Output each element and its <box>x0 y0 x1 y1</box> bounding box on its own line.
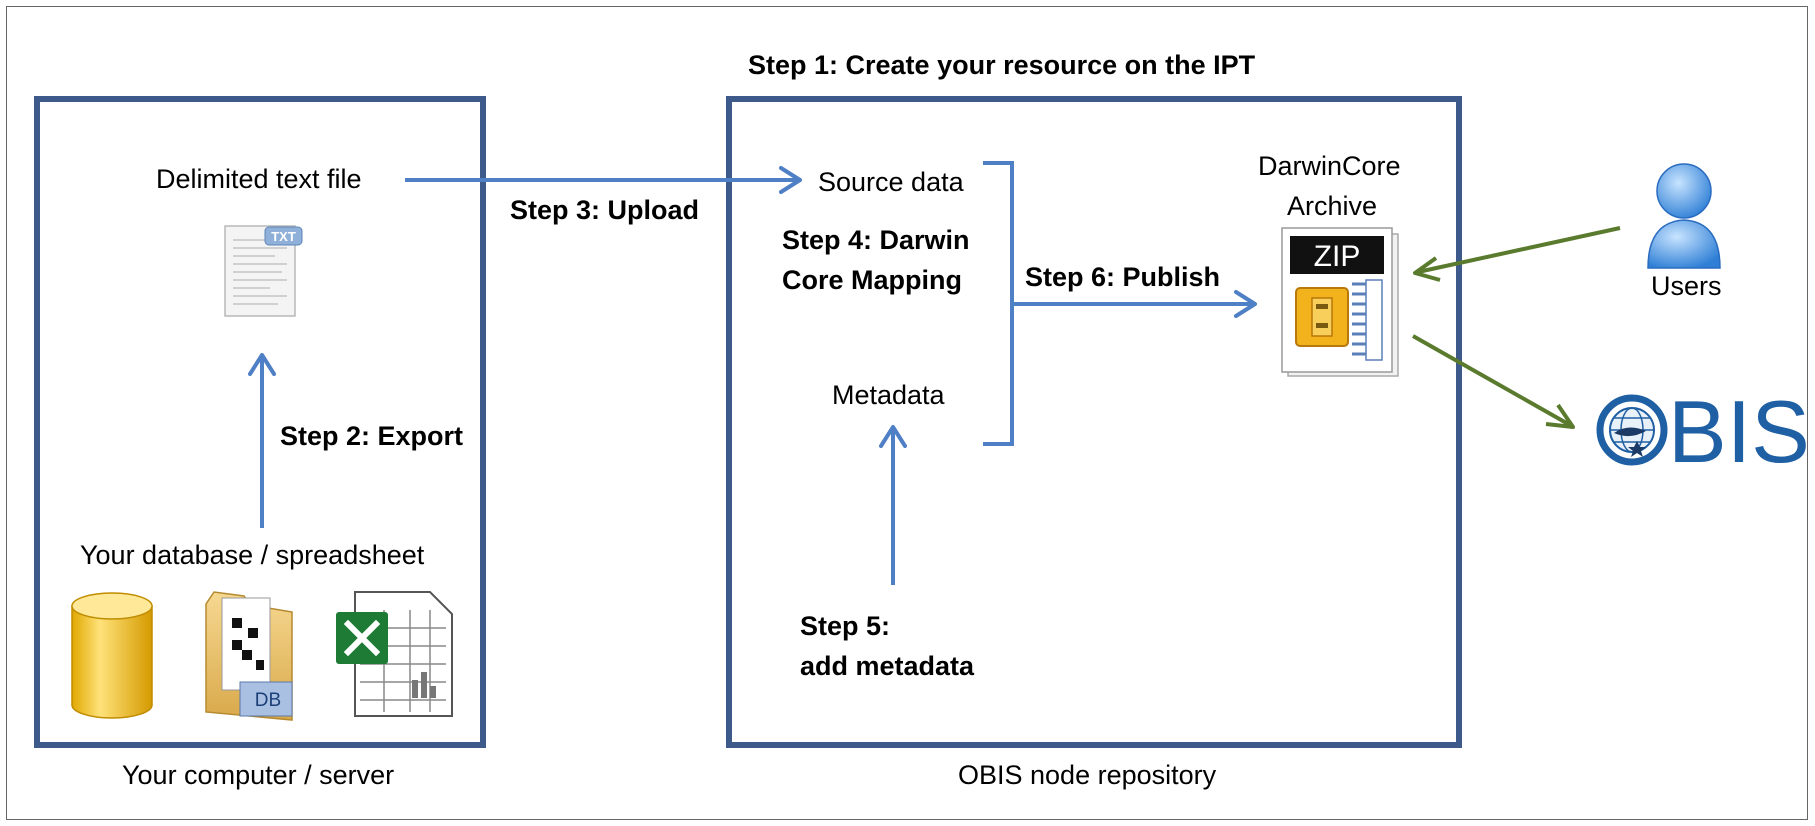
publish-step-label: Step 6: Publish <box>1025 262 1221 292</box>
users-label: Users <box>1651 271 1722 301</box>
metadata-step-label: Step 5: add metadata <box>800 606 974 686</box>
database-label: Your database / spreadsheet <box>80 540 425 570</box>
database-folder-icon: DB <box>205 591 293 721</box>
ipt-panel <box>726 96 1462 748</box>
archive-label-line2: Archive <box>1287 191 1378 221</box>
obis-logo: BIS <box>1596 382 1810 481</box>
users-access-arrow <box>1413 226 1621 282</box>
computer-panel <box>34 96 486 748</box>
database-cylinder-icon <box>71 592 153 719</box>
export-arrow <box>248 353 276 528</box>
metadata-step-line1: Step 5: <box>800 611 891 641</box>
export-step-label: Step 2: Export <box>280 421 464 451</box>
step1-title: Step 1: Create your resource on the IPT <box>748 50 1256 80</box>
txt-badge: TXT <box>271 229 296 244</box>
db-badge: DB <box>255 690 281 711</box>
upload-arrow <box>405 166 802 194</box>
metadata-label: Metadata <box>832 380 945 410</box>
publish-arrow <box>1012 290 1257 318</box>
upload-step-label: Step 3: Upload <box>510 195 700 225</box>
delimited-file-label: Delimited text file <box>156 164 362 194</box>
diagram-frame <box>6 6 1808 820</box>
mapping-bracket <box>983 161 1014 446</box>
mapping-step-line2: Core Mapping <box>782 265 962 295</box>
mapping-step-line1: Step 4: Darwin <box>782 225 970 255</box>
obis-logo-text: BIS <box>1668 382 1810 481</box>
user-icon <box>1647 163 1721 269</box>
metadata-arrow <box>879 425 907 585</box>
computer-caption: Your computer / server <box>122 760 395 790</box>
archive-label-line1: DarwinCore <box>1258 151 1401 181</box>
spreadsheet-icon <box>336 591 453 717</box>
source-data-label: Source data <box>818 167 964 197</box>
metadata-step-line2: add metadata <box>800 651 975 681</box>
mapping-step-label: Step 4: Darwin Core Mapping <box>782 220 970 300</box>
txt-file-icon: TXT <box>224 225 303 317</box>
obis-harvest-arrow <box>1412 334 1575 429</box>
zip-badge: ZIP <box>1314 240 1361 273</box>
zip-archive-icon: ZIP <box>1281 227 1399 377</box>
ipt-caption: OBIS node repository <box>958 760 1217 790</box>
